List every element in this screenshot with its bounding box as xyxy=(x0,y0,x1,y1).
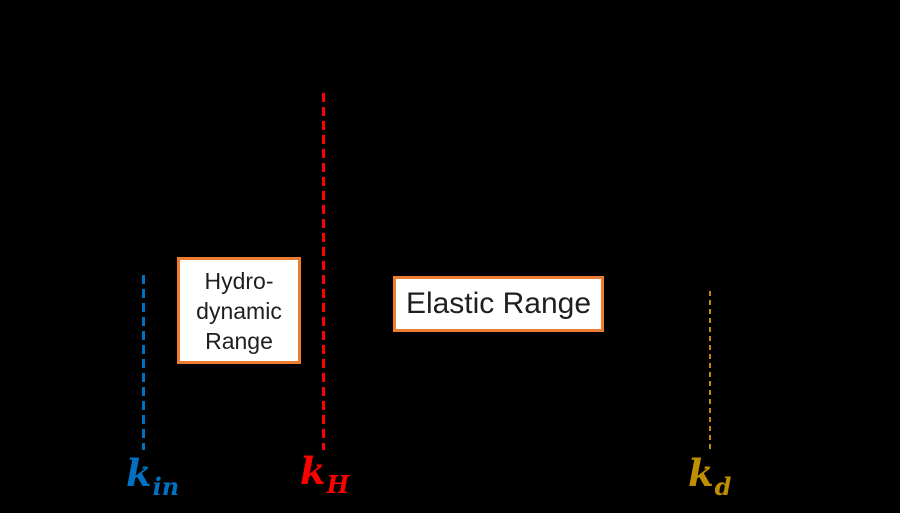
hydrodynamic-range-label-line2: dynamic xyxy=(196,297,282,324)
kh-dashed-line xyxy=(322,93,325,450)
kh-subscript: H xyxy=(326,470,350,499)
kd-dashed-line xyxy=(709,291,711,449)
hydrodynamic-range-label-line1: Hydro- xyxy=(204,267,274,294)
kh-math-label: kH xyxy=(300,449,349,499)
kin-math-label: kin xyxy=(126,451,179,501)
kin-subscript: in xyxy=(152,472,180,501)
hydrodynamic-range-box: Hydro- dynamic Range xyxy=(177,257,301,364)
elastic-range-box: Elastic Range xyxy=(393,276,604,332)
kin-base-symbol: k xyxy=(126,451,152,495)
kin-dashed-line xyxy=(142,275,145,450)
kd-math-label: kd xyxy=(688,451,731,501)
kd-base-symbol: k xyxy=(688,451,714,495)
hydrodynamic-range-label-line3: Range xyxy=(205,327,273,354)
kh-base-symbol: k xyxy=(300,449,326,493)
kd-subscript: d xyxy=(714,472,732,501)
elastic-range-label: Elastic Range xyxy=(405,287,592,320)
